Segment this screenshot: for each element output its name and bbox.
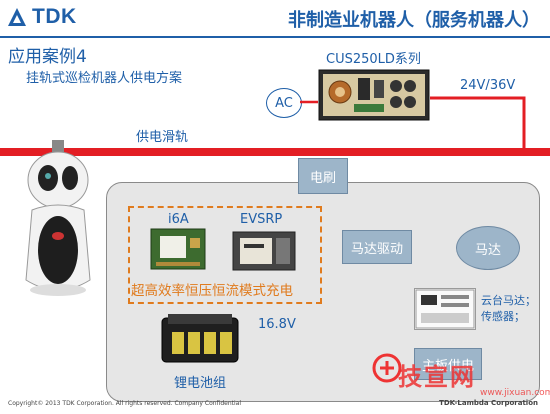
power-supply-image	[318, 69, 430, 121]
robot-illustration	[25, 140, 91, 296]
battery-voltage-label: 16.8V	[258, 317, 296, 332]
motor-driver-box: 马达驱动	[342, 230, 412, 264]
ptz-label-line1: 云台马达；	[481, 294, 536, 307]
watermark-logo-icon	[372, 353, 402, 383]
ptz-label-line2: 传感器；	[481, 310, 525, 323]
i6a-label: i6A	[168, 212, 189, 227]
output-voltage-label: 24V/36V	[460, 78, 516, 93]
tdk-logo-mark-icon	[8, 8, 26, 26]
battery-label: 锂电池组	[174, 376, 227, 391]
ptz-controller-image	[414, 288, 476, 330]
evsrp-module-image	[232, 231, 296, 271]
battery-pack-image	[161, 314, 239, 363]
i6a-module-image	[150, 228, 206, 270]
ac-input: AC	[266, 88, 302, 118]
psu-series-label: CUS250LD系列	[326, 52, 421, 67]
charger-description: 超高效率恒压恒流模式充电	[131, 283, 293, 299]
logo-text: TDK	[32, 5, 77, 28]
rail-label: 供电滑轨	[136, 130, 189, 145]
evsrp-label: EVSRP	[240, 212, 283, 227]
charger-group	[128, 206, 322, 304]
power-rail	[0, 148, 550, 156]
header-bar: TDK 非制造业机器人（服务机器人）	[0, 0, 550, 36]
motor-node: 马达	[456, 226, 520, 270]
main-board-power-box: 主板供电	[414, 348, 482, 380]
case-subtitle: 挂轨式巡检机器人供电方案	[26, 71, 183, 86]
case-title: 应用案例4	[8, 47, 87, 67]
header-divider	[0, 36, 550, 38]
footer-copyright: Copyright© 2013 TDK Corporation. All rig…	[8, 400, 241, 407]
brush-box: 电刷	[298, 158, 348, 194]
tdk-logo: TDK	[6, 5, 77, 29]
ptz-sensor-label: 云台马达； 传感器；	[481, 293, 536, 325]
page-title: 非制造业机器人（服务机器人）	[288, 10, 540, 31]
footer-corporation: TDK-Lambda Corporation	[439, 399, 538, 407]
watermark-url: www.jixuan.com	[480, 388, 550, 398]
watermark-text: 技宣网	[398, 363, 476, 391]
